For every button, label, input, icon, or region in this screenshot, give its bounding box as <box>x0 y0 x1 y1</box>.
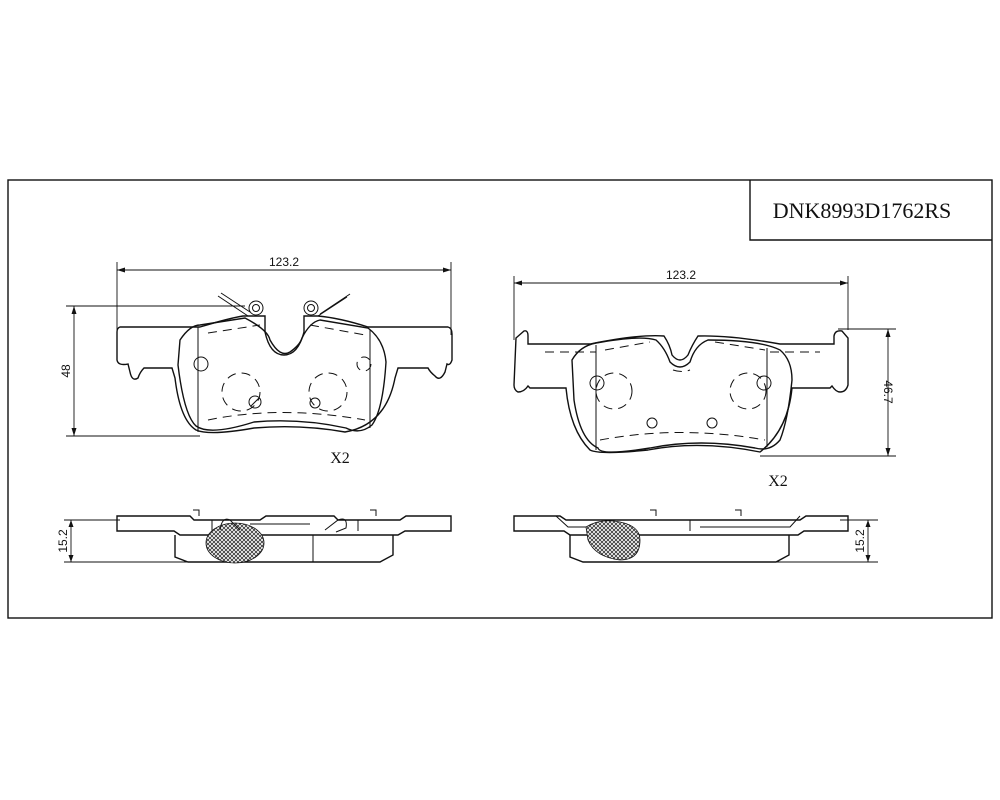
drawing-frame <box>7 179 993 619</box>
left-pad-side-view: 15.2 <box>56 509 452 564</box>
title-block: DNK8993D1762RS <box>749 180 992 241</box>
left-thickness-dimension: 15.2 <box>56 529 70 553</box>
backing-plate <box>116 315 453 434</box>
left-pad-top-view: 123.2 48 X2 <box>59 255 453 467</box>
left-quantity: X2 <box>330 450 350 467</box>
right-height-dimension: 46.7 <box>881 380 895 404</box>
part-number: DNK8993D1762RS <box>773 198 951 223</box>
right-pad-top-view: 123.2 46.7 X2 <box>513 268 896 490</box>
spring-clip <box>217 292 351 317</box>
friction-material <box>571 337 793 453</box>
left-height-dimension: 48 <box>59 364 73 378</box>
right-thickness-dimension: 15.2 <box>853 529 867 553</box>
right-quantity: X2 <box>768 473 788 490</box>
right-pad-side-view: 15.2 <box>513 509 878 563</box>
backing-plate <box>513 330 849 454</box>
left-width-dimension: 123.2 <box>269 255 299 269</box>
right-width-dimension: 123.2 <box>666 268 696 282</box>
friction-material <box>177 317 387 432</box>
